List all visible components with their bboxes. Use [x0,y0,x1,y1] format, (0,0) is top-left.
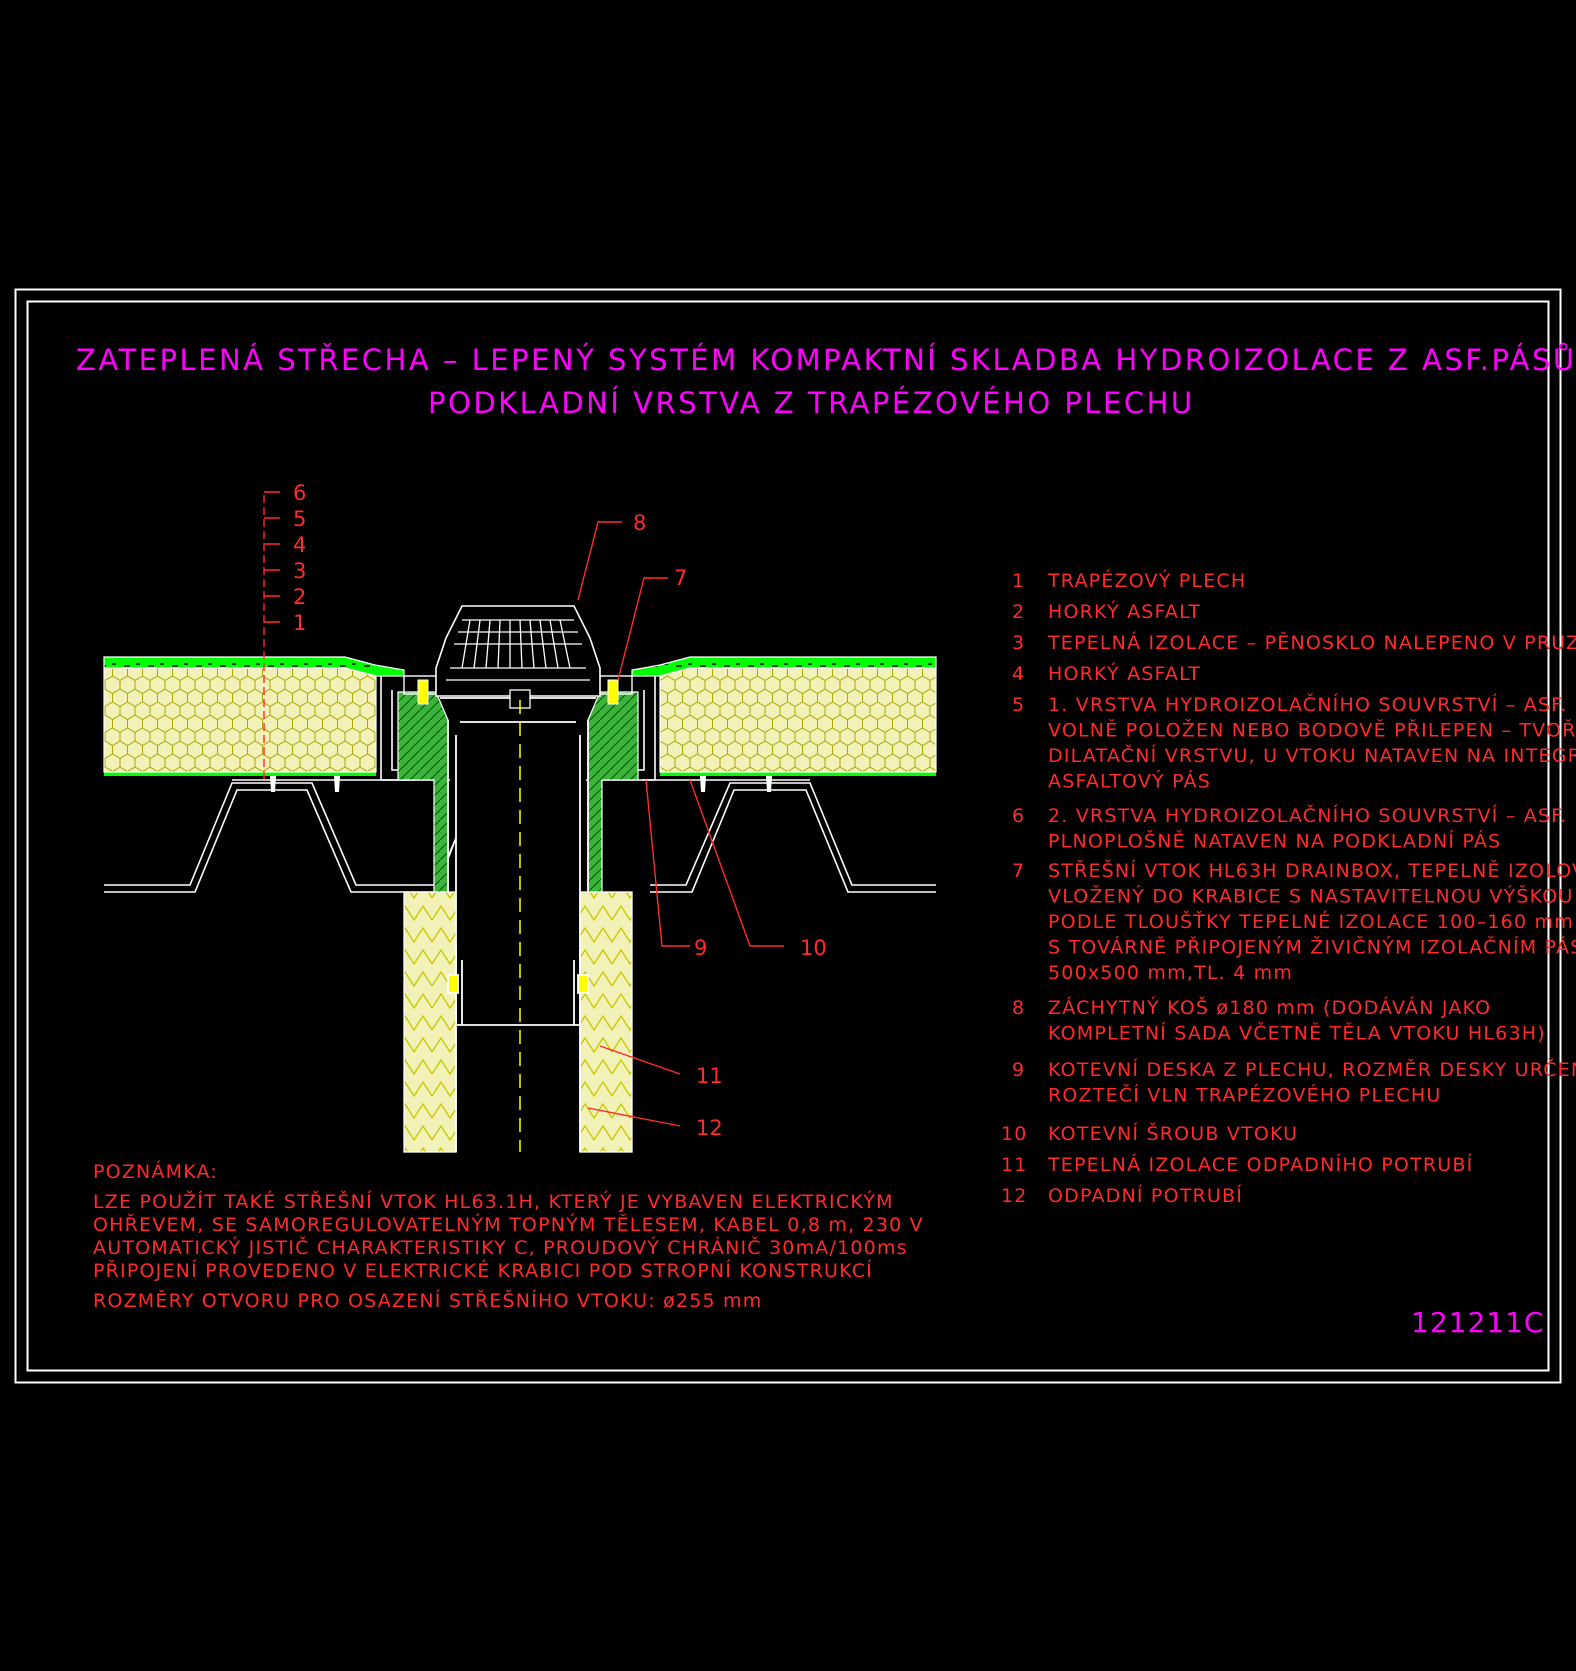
note-line-2: OHŘEVEM, SE SAMOREGULOVATELNÝM TOPNÝM TĚ… [93,1213,924,1236]
callout-9: 9 [694,936,707,960]
drawing-title-line1: ZATEPLENÁ STŘECHA – LEPENÝ SYSTÉM KOMPAK… [76,343,1576,377]
callout-11: 11 [696,1064,723,1088]
legend-number-10: 10 [1001,1123,1028,1145]
callout-layer-5: 5 [293,507,306,531]
legend-text-5-line-1: 1. VRSTVA HYDROIZOLAČNÍHO SOUVRSTVÍ – AS… [1048,692,1576,716]
legend-text-11-line-1: TEPELNÁ IZOLACE ODPADNÍHO POTRUBÍ [1047,1153,1473,1176]
foamglass-insulation-right [659,667,937,773]
legend-text-2-line-1: HORKÝ ASFALT [1048,600,1201,623]
foamglass-insulation-left [103,667,377,773]
note-line-3: AUTOMATICKÝ JISTIČ CHARAKTERISTIKY C, PR… [93,1235,908,1259]
legend-text-6-line-1: 2. VRSTVA HYDROIZOLAČNÍHO SOUVRSTVÍ – AS… [1048,803,1576,827]
legend-text-7-line-5: 500x500 mm,TL. 4 mm [1048,962,1293,984]
legend-text-10-line-1: KOTEVNÍ ŠROUB VTOKU [1048,1121,1298,1145]
legend-text-7-line-1: STŘEŠNÍ VTOK HL63H DRAINBOX, TEPELNĚ IZO… [1048,858,1576,882]
legend-text-5-line-4: ASFALTOVÝ PÁS [1048,770,1211,793]
legend-text-7-line-3: PODLE TLOUŠŤKY TEPELNÉ IZOLACE 100–160 m… [1048,909,1574,933]
legend-text-7-line-2: VLOŽENÝ DO KRABICE S NASTAVITELNOU VÝŠKO… [1048,884,1574,908]
legend-number-4: 4 [1012,663,1025,685]
drawing-number: 121211C [1411,1306,1544,1339]
pipe-insulation-left [403,891,457,1153]
layer-leader [263,491,280,780]
legend-text-4-line-1: HORKÝ ASFALT [1048,662,1201,685]
legend-text-9-line-2: ROZTEČÍ VLN TRAPÉZOVÉHO PLECHU [1048,1083,1441,1107]
note-heading: POZNÁMKA: [93,1160,218,1183]
drain-pipe [447,950,589,1152]
legend-number-6: 6 [1012,805,1025,827]
legend-text-8-line-1: ZÁCHYTNÝ KOŠ ø180 mm (DODÁVÁN JAKO [1048,995,1491,1019]
hot-asphalt-lower [104,772,936,776]
callout-7: 7 [674,566,687,590]
anchor-screw-icons [270,776,772,792]
callout-10: 10 [800,936,827,960]
callout-8: 8 [633,511,646,535]
callout-layer-4: 4 [293,533,306,557]
callout-layer-6: 6 [293,481,306,505]
legend-number-11: 11 [1001,1154,1028,1176]
legend-number-12: 12 [1001,1185,1028,1207]
note-line-4: PŘIPOJENÍ PROVEDENO V ELEKTRICKÉ KRABICI… [93,1259,873,1282]
drawing-title-line2: PODKLADNÍ VRSTVA Z TRAPÉZOVÉHO PLECHU [428,386,1195,420]
legend-text-8-line-2: KOMPLETNÍ SADA VČETNĚ TĚLA VTOKU HL63H) [1048,1021,1546,1045]
pipe-insulation-right [579,891,633,1153]
legend-text-3-line-1: TEPELNÁ IZOLACE – PĚNOSKLO NALEPENO V PR… [1047,631,1576,654]
legend-text-6-line-2: PLNOPLOŠNĚ NATAVEN NA PODKLADNÍ PÁS [1048,829,1501,853]
legend-text-5-line-3: DILATAČNÍ VRSTVU, U VTOKU NATAVEN NA INT… [1048,743,1576,767]
callout-layer-1: 1 [293,611,306,635]
roof-drain-detail: 6 5 4 3 2 1 8 7 9 10 11 12 [103,481,937,1153]
note-dimension: ROZMĚRY OTVORU PRO OSAZENÍ STŘEŠNÍHO VTO… [93,1288,762,1312]
legend-text-9-line-1: KOTEVNÍ DESKA Z PLECHU, ROZMĚR DESKY URČ… [1048,1057,1576,1081]
callout-layer-3: 3 [293,559,306,583]
note-line-1: LZE POUŽÍT TAKÉ STŘEŠNÍ VTOK HL63.1H, KT… [93,1189,894,1213]
legend-text-5-line-2: VOLNĚ POLOŽEN NEBO BODOVĚ PŘILEPEN – TVO… [1048,719,1576,742]
legend-number-1: 1 [1012,570,1025,592]
legend-number-2: 2 [1012,601,1025,623]
callout-12: 12 [696,1116,723,1140]
legend-text-7-line-4: S TOVÁRNĚ PŘIPOJENÝM ŽIVIČNÝM IZOLAČNÍM … [1048,935,1576,959]
drain-body [440,697,596,1030]
legend-number-9: 9 [1012,1059,1025,1081]
callout-layer-2: 2 [293,585,306,609]
legend-number-3: 3 [1012,632,1025,654]
inner-frame [26,300,1550,1372]
callout-leaders [577,521,784,1127]
legend-number-8: 8 [1012,997,1025,1019]
legend-number-5: 5 [1012,694,1025,716]
flange-bolt-icons [417,679,619,705]
legend-text-1-line-1: TRAPÉZOVÝ PLECH [1047,569,1246,592]
outer-frame [14,288,1562,1384]
legend-text-12-line-1: ODPADNÍ POTRUBÍ [1048,1184,1243,1207]
legend-number-7: 7 [1012,860,1025,882]
strainer-basket [435,605,601,709]
